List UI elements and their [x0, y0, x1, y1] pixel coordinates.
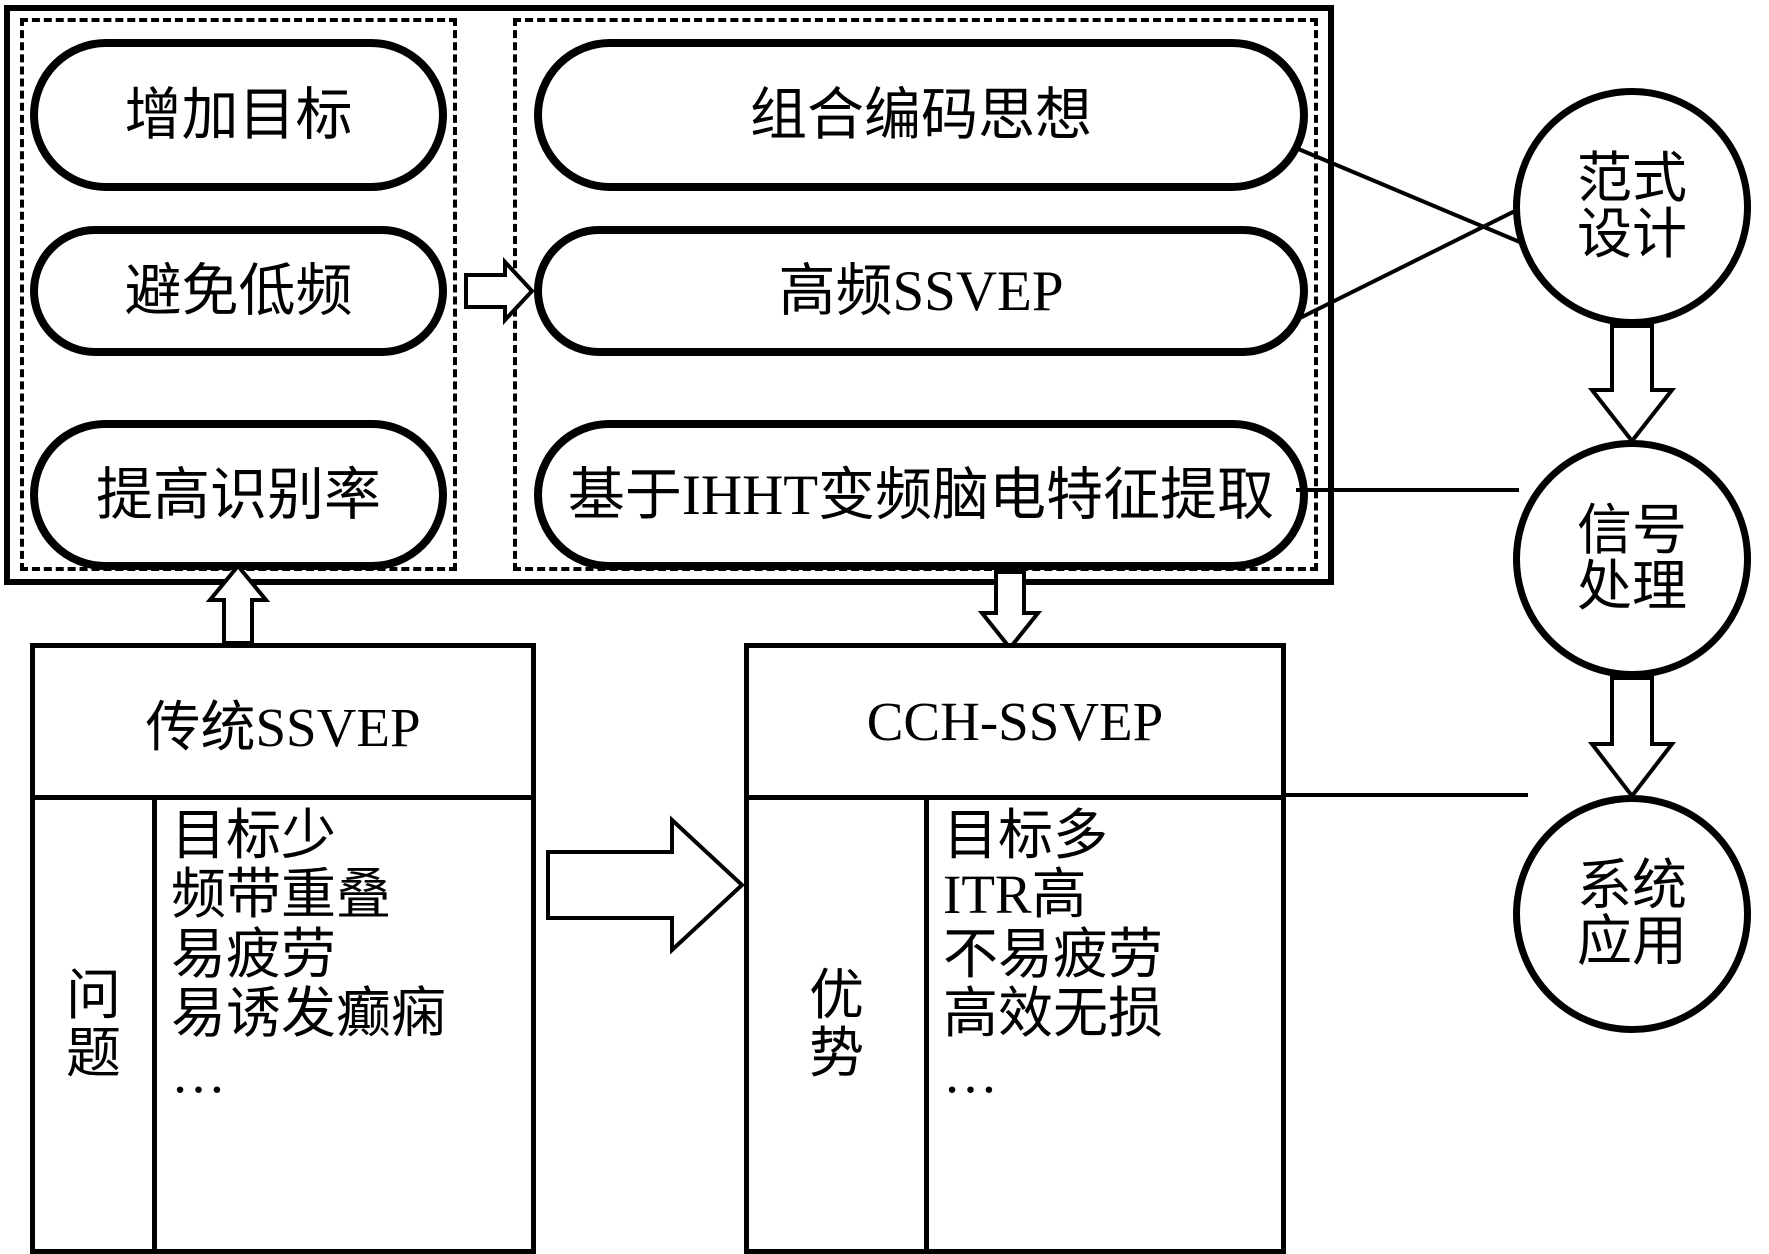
- stage-signal-line1: 信号: [1576, 499, 1687, 561]
- list-item: 频带重叠: [171, 864, 392, 926]
- traditional-ssvep-box[interactable]: 传统SSVEP 问 题 目标少 频带重叠 易疲劳 易诱发癫痫 …: [30, 643, 536, 1254]
- list-item: 不易疲劳: [943, 923, 1164, 985]
- requirement-pill-2-label: 避免低频: [124, 259, 353, 323]
- arrow-traditional-to-cch: [546, 815, 745, 955]
- list-item: 高效无损: [943, 983, 1164, 1045]
- arrow-paradigm-to-signal: [1587, 324, 1677, 445]
- arrow-signal-to-system: [1587, 676, 1677, 800]
- list-item: 易疲劳: [171, 923, 337, 985]
- requirement-pill-2[interactable]: 避免低频: [30, 226, 447, 356]
- stage-circle-system-application[interactable]: 系统 应用: [1513, 795, 1751, 1033]
- list-item: 易诱发癫痫: [171, 983, 447, 1045]
- traditional-ssvep-title: 传统SSVEP: [145, 696, 421, 758]
- requirement-pill-1-label: 增加目标: [124, 83, 353, 147]
- cch-ssvep-row-label: 优 势: [749, 800, 929, 1249]
- method-pill-3[interactable]: 基于IHHT变频脑电特征提取: [534, 420, 1308, 570]
- method-pill-2[interactable]: 高频SSVEP: [534, 226, 1308, 356]
- method-pill-3-label: 基于IHHT变频脑电特征提取: [567, 463, 1275, 527]
- cch-ssvep-box[interactable]: CCH-SSVEP 优 势 目标多 ITR高 不易疲劳 高效无损 …: [744, 643, 1286, 1254]
- requirement-pill-3-label: 提高识别率: [96, 463, 381, 527]
- stage-system-line1: 系统: [1576, 854, 1687, 916]
- cch-ssvep-item-list: 目标多 ITR高 不易疲劳 高效无损 …: [929, 800, 1163, 1249]
- stage-paradigm-line1: 范式: [1576, 147, 1687, 209]
- stage-paradigm-line2: 设计: [1576, 204, 1687, 265]
- advantage-label-char-2: 势: [808, 1022, 864, 1084]
- cch-ssvep-title: CCH-SSVEP: [866, 691, 1164, 752]
- stage-circle-signal-processing[interactable]: 信号 处理: [1513, 440, 1751, 678]
- list-item: 目标多: [943, 805, 1109, 866]
- traditional-label-char-1: 问: [65, 964, 121, 1026]
- method-pill-1-label: 组合编码思想: [750, 83, 1092, 147]
- traditional-ssvep-title-cell: 传统SSVEP: [35, 648, 531, 800]
- method-pill-2-label: 高频SSVEP: [778, 259, 1064, 323]
- list-item: …: [943, 1042, 998, 1104]
- stage-circle-paradigm-design[interactable]: 范式 设计: [1513, 88, 1751, 326]
- advantage-label-char-1: 优: [808, 964, 864, 1026]
- cch-ssvep-title-cell: CCH-SSVEP: [749, 648, 1281, 800]
- list-item: …: [171, 1042, 226, 1104]
- requirement-pill-3[interactable]: 提高识别率: [30, 420, 447, 570]
- requirement-pill-1[interactable]: 增加目标: [30, 39, 447, 191]
- stage-system-line2: 应用: [1576, 911, 1687, 972]
- traditional-label-char-2: 题: [65, 1022, 121, 1084]
- list-item: ITR高: [943, 864, 1087, 926]
- cch-ssvep-body: 优 势 目标多 ITR高 不易疲劳 高效无损 …: [749, 800, 1281, 1249]
- stage-signal-line2: 处理: [1576, 556, 1687, 617]
- list-item: 目标少: [171, 805, 337, 866]
- traditional-ssvep-body: 问 题 目标少 频带重叠 易疲劳 易诱发癫痫 …: [35, 800, 531, 1249]
- traditional-ssvep-item-list: 目标少 频带重叠 易疲劳 易诱发癫痫 …: [157, 800, 446, 1249]
- method-pill-1[interactable]: 组合编码思想: [534, 39, 1308, 191]
- traditional-ssvep-row-label: 问 题: [35, 800, 157, 1249]
